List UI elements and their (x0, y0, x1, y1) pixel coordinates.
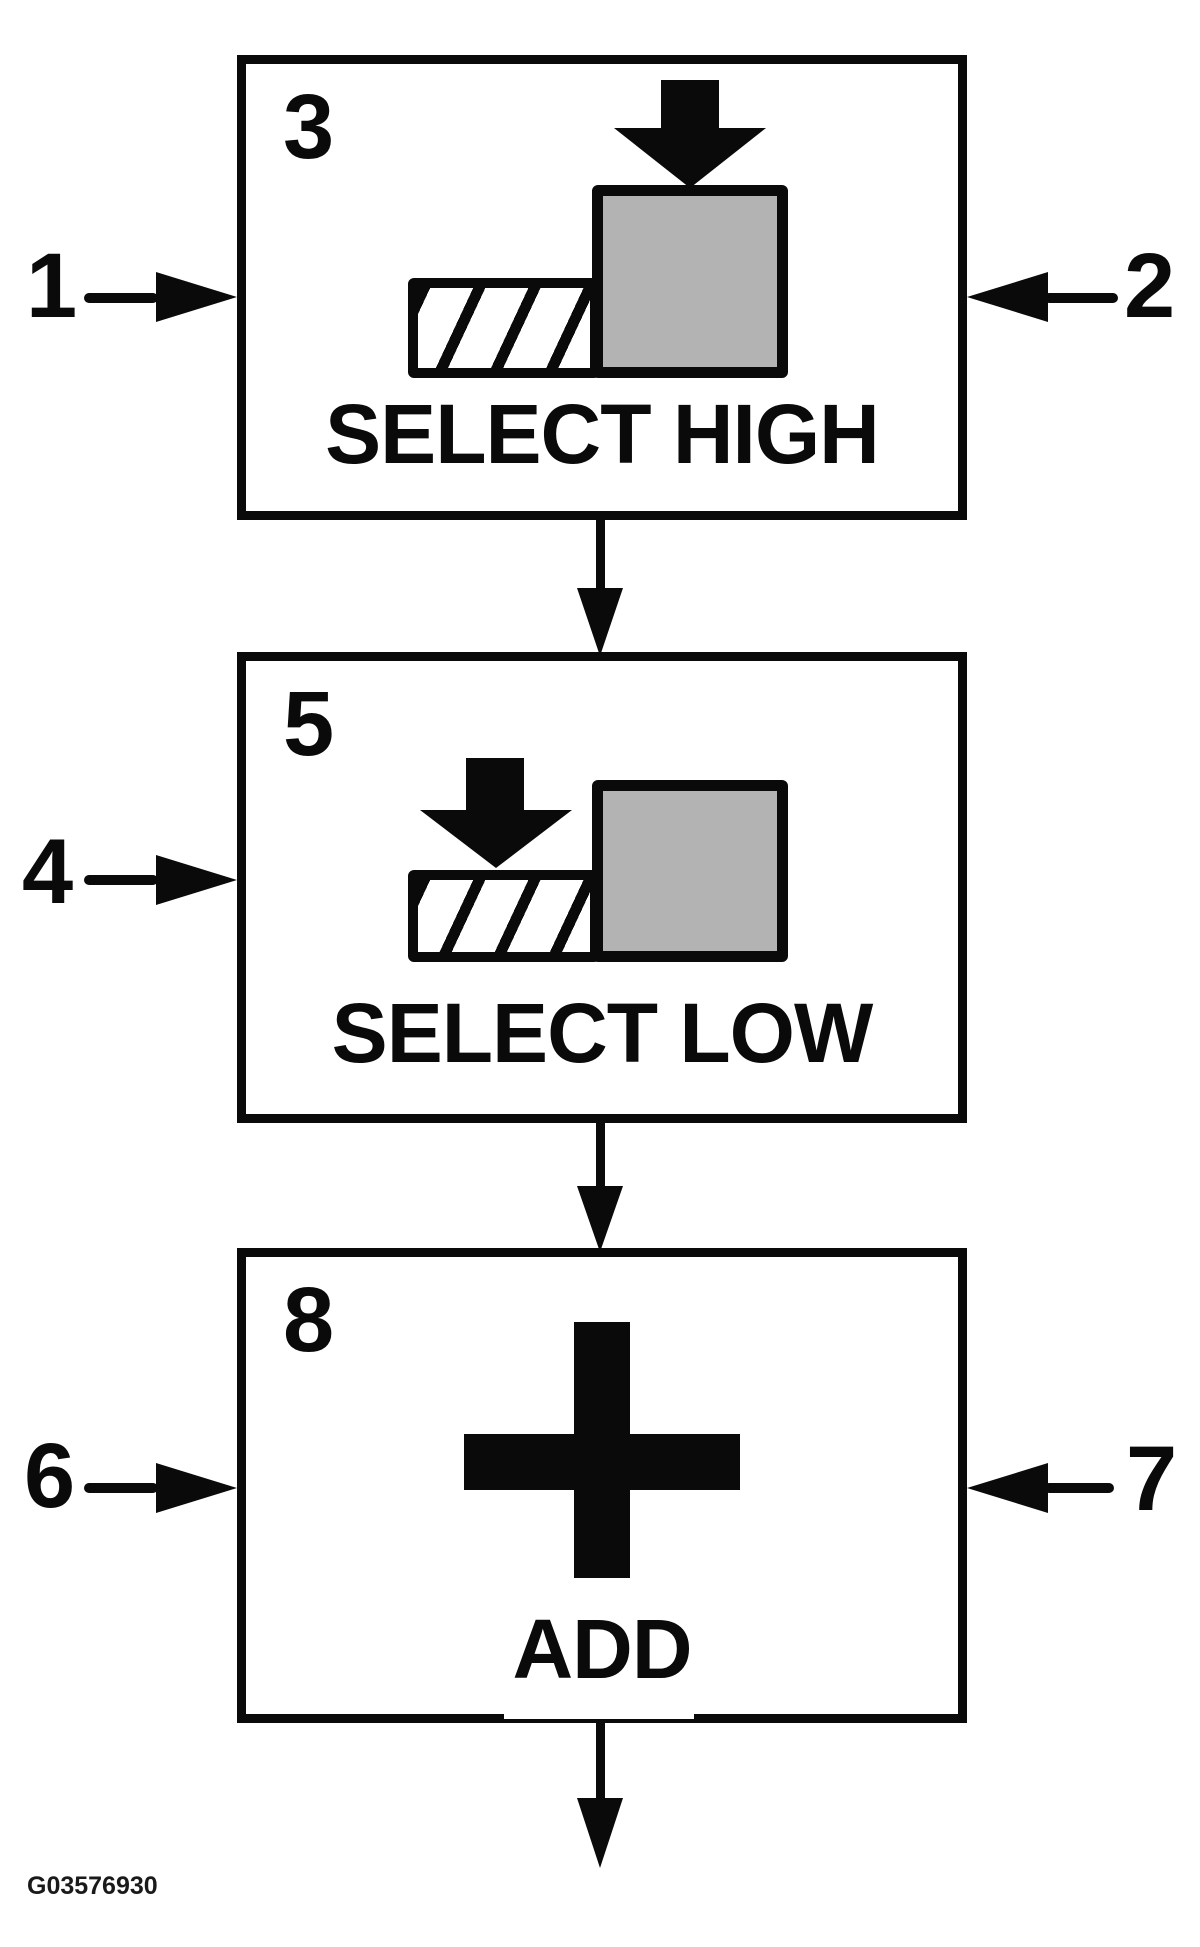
down-arrow-icon (466, 758, 524, 810)
callout-arrow-right-icon (84, 1483, 158, 1493)
flow-connector-line (596, 1721, 605, 1803)
high-block-gray-icon (592, 780, 788, 962)
flow-arrow-down-icon (577, 588, 623, 656)
border-artifact (504, 1714, 694, 1719)
step-number: 5 (283, 673, 335, 775)
down-arrow-icon (420, 810, 572, 868)
callout-arrow-left-icon (967, 1463, 1048, 1513)
step-box-add: 8 ADD (237, 1248, 967, 1723)
callout-number: 1 (26, 235, 78, 337)
step-number: 3 (283, 76, 335, 178)
down-arrow-icon (661, 80, 719, 132)
callout-number: 2 (1124, 235, 1176, 337)
step-box-select-low: 5 SELECT LOW (237, 652, 967, 1123)
low-block-hatched-icon (408, 278, 600, 378)
callout-number: 6 (24, 1425, 76, 1527)
callout-arrow-left-icon (1044, 1483, 1114, 1493)
flow-arrow-down-icon (577, 1186, 623, 1252)
plus-icon (464, 1434, 740, 1490)
down-arrow-icon (614, 128, 766, 188)
flow-connector-line (596, 1121, 605, 1193)
step-box-select-high: 3 SELECT HIGH (237, 55, 967, 520)
flow-arrow-down-icon (577, 1798, 623, 1868)
callout-arrow-right-icon (156, 855, 237, 905)
callout-arrow-right-icon (156, 1463, 237, 1513)
figure-code: G03576930 (27, 1872, 158, 1900)
step-label: SELECT LOW (331, 986, 874, 1080)
callout-arrow-left-icon (967, 272, 1048, 322)
callout-number: 7 (1126, 1428, 1178, 1530)
callout-arrow-right-icon (156, 272, 237, 322)
step-label: ADD (512, 1602, 693, 1696)
callout-arrow-right-icon (84, 875, 158, 885)
low-block-hatched-icon (408, 870, 600, 962)
callout-arrow-right-icon (84, 293, 158, 303)
step-number: 8 (283, 1269, 335, 1371)
step-label: SELECT HIGH (325, 387, 880, 481)
flow-connector-line (596, 518, 605, 590)
callout-arrow-left-icon (1044, 293, 1118, 303)
callout-number: 4 (22, 821, 74, 923)
high-block-gray-icon (592, 185, 788, 378)
